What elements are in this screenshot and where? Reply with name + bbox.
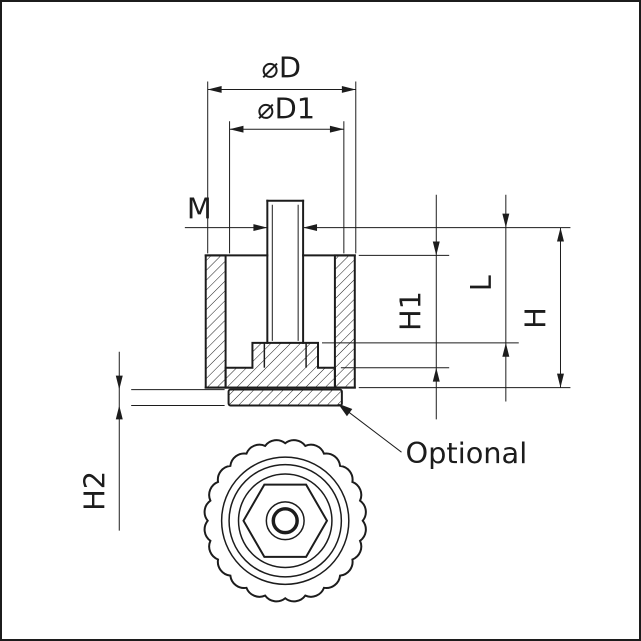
arrowhead-left: [229, 125, 244, 133]
arrowhead-down: [115, 375, 123, 390]
arrowhead-right: [329, 125, 344, 133]
arrowhead-up: [557, 227, 564, 242]
dim-h1: H1: [340, 194, 450, 420]
label-diameter-d: ⌀D: [261, 51, 301, 85]
arrowhead-up: [502, 342, 510, 357]
dim-h2: H2: [77, 351, 225, 531]
optional-callout: Optional: [337, 403, 527, 470]
dim-thread-m: M: [184, 192, 571, 232]
optional-base-pad: [227, 388, 343, 407]
arrowhead-left-pointing: [303, 224, 318, 232]
label-l: L: [464, 275, 498, 291]
arrowhead-down: [432, 241, 440, 256]
arrowhead-up: [115, 405, 123, 420]
nut-and-plate: [224, 341, 336, 389]
body-circle-inner: [228, 463, 343, 578]
arrowhead-left: [207, 85, 222, 93]
arrowhead-up: [432, 367, 440, 382]
label-optional: Optional: [405, 436, 527, 470]
hex-nut-outline: [242, 483, 329, 558]
label-h1: H1: [393, 291, 427, 331]
label-diameter-d1: ⌀D1: [257, 91, 315, 125]
arrowhead-right-pointing: [253, 224, 268, 232]
arrowhead-right: [341, 85, 356, 93]
arrowhead-down: [557, 373, 564, 388]
dim-diameter-d1: ⌀D1: [229, 91, 345, 254]
nut-clearance-circle: [237, 473, 333, 569]
leader-arrowhead: [337, 403, 353, 417]
arrowhead-down: [502, 213, 510, 228]
side-view: [204, 199, 356, 407]
bottom-view: [203, 439, 367, 603]
label-thread-m: M: [187, 192, 212, 226]
label-h: H: [519, 307, 553, 329]
dim-h: H: [358, 227, 571, 389]
threaded-stud: [266, 199, 305, 344]
body-circle-outer: [220, 456, 350, 586]
label-h2: H2: [77, 471, 111, 511]
housing-left-wall: [204, 254, 227, 389]
thread-hole-outer: [265, 501, 305, 541]
thread-hole-inner: [271, 507, 299, 535]
leader-line: [347, 411, 402, 453]
dim-diameter-d: ⌀D: [207, 51, 357, 254]
dim-l: L: [321, 194, 519, 402]
knurled-outer-rim: [203, 439, 367, 603]
